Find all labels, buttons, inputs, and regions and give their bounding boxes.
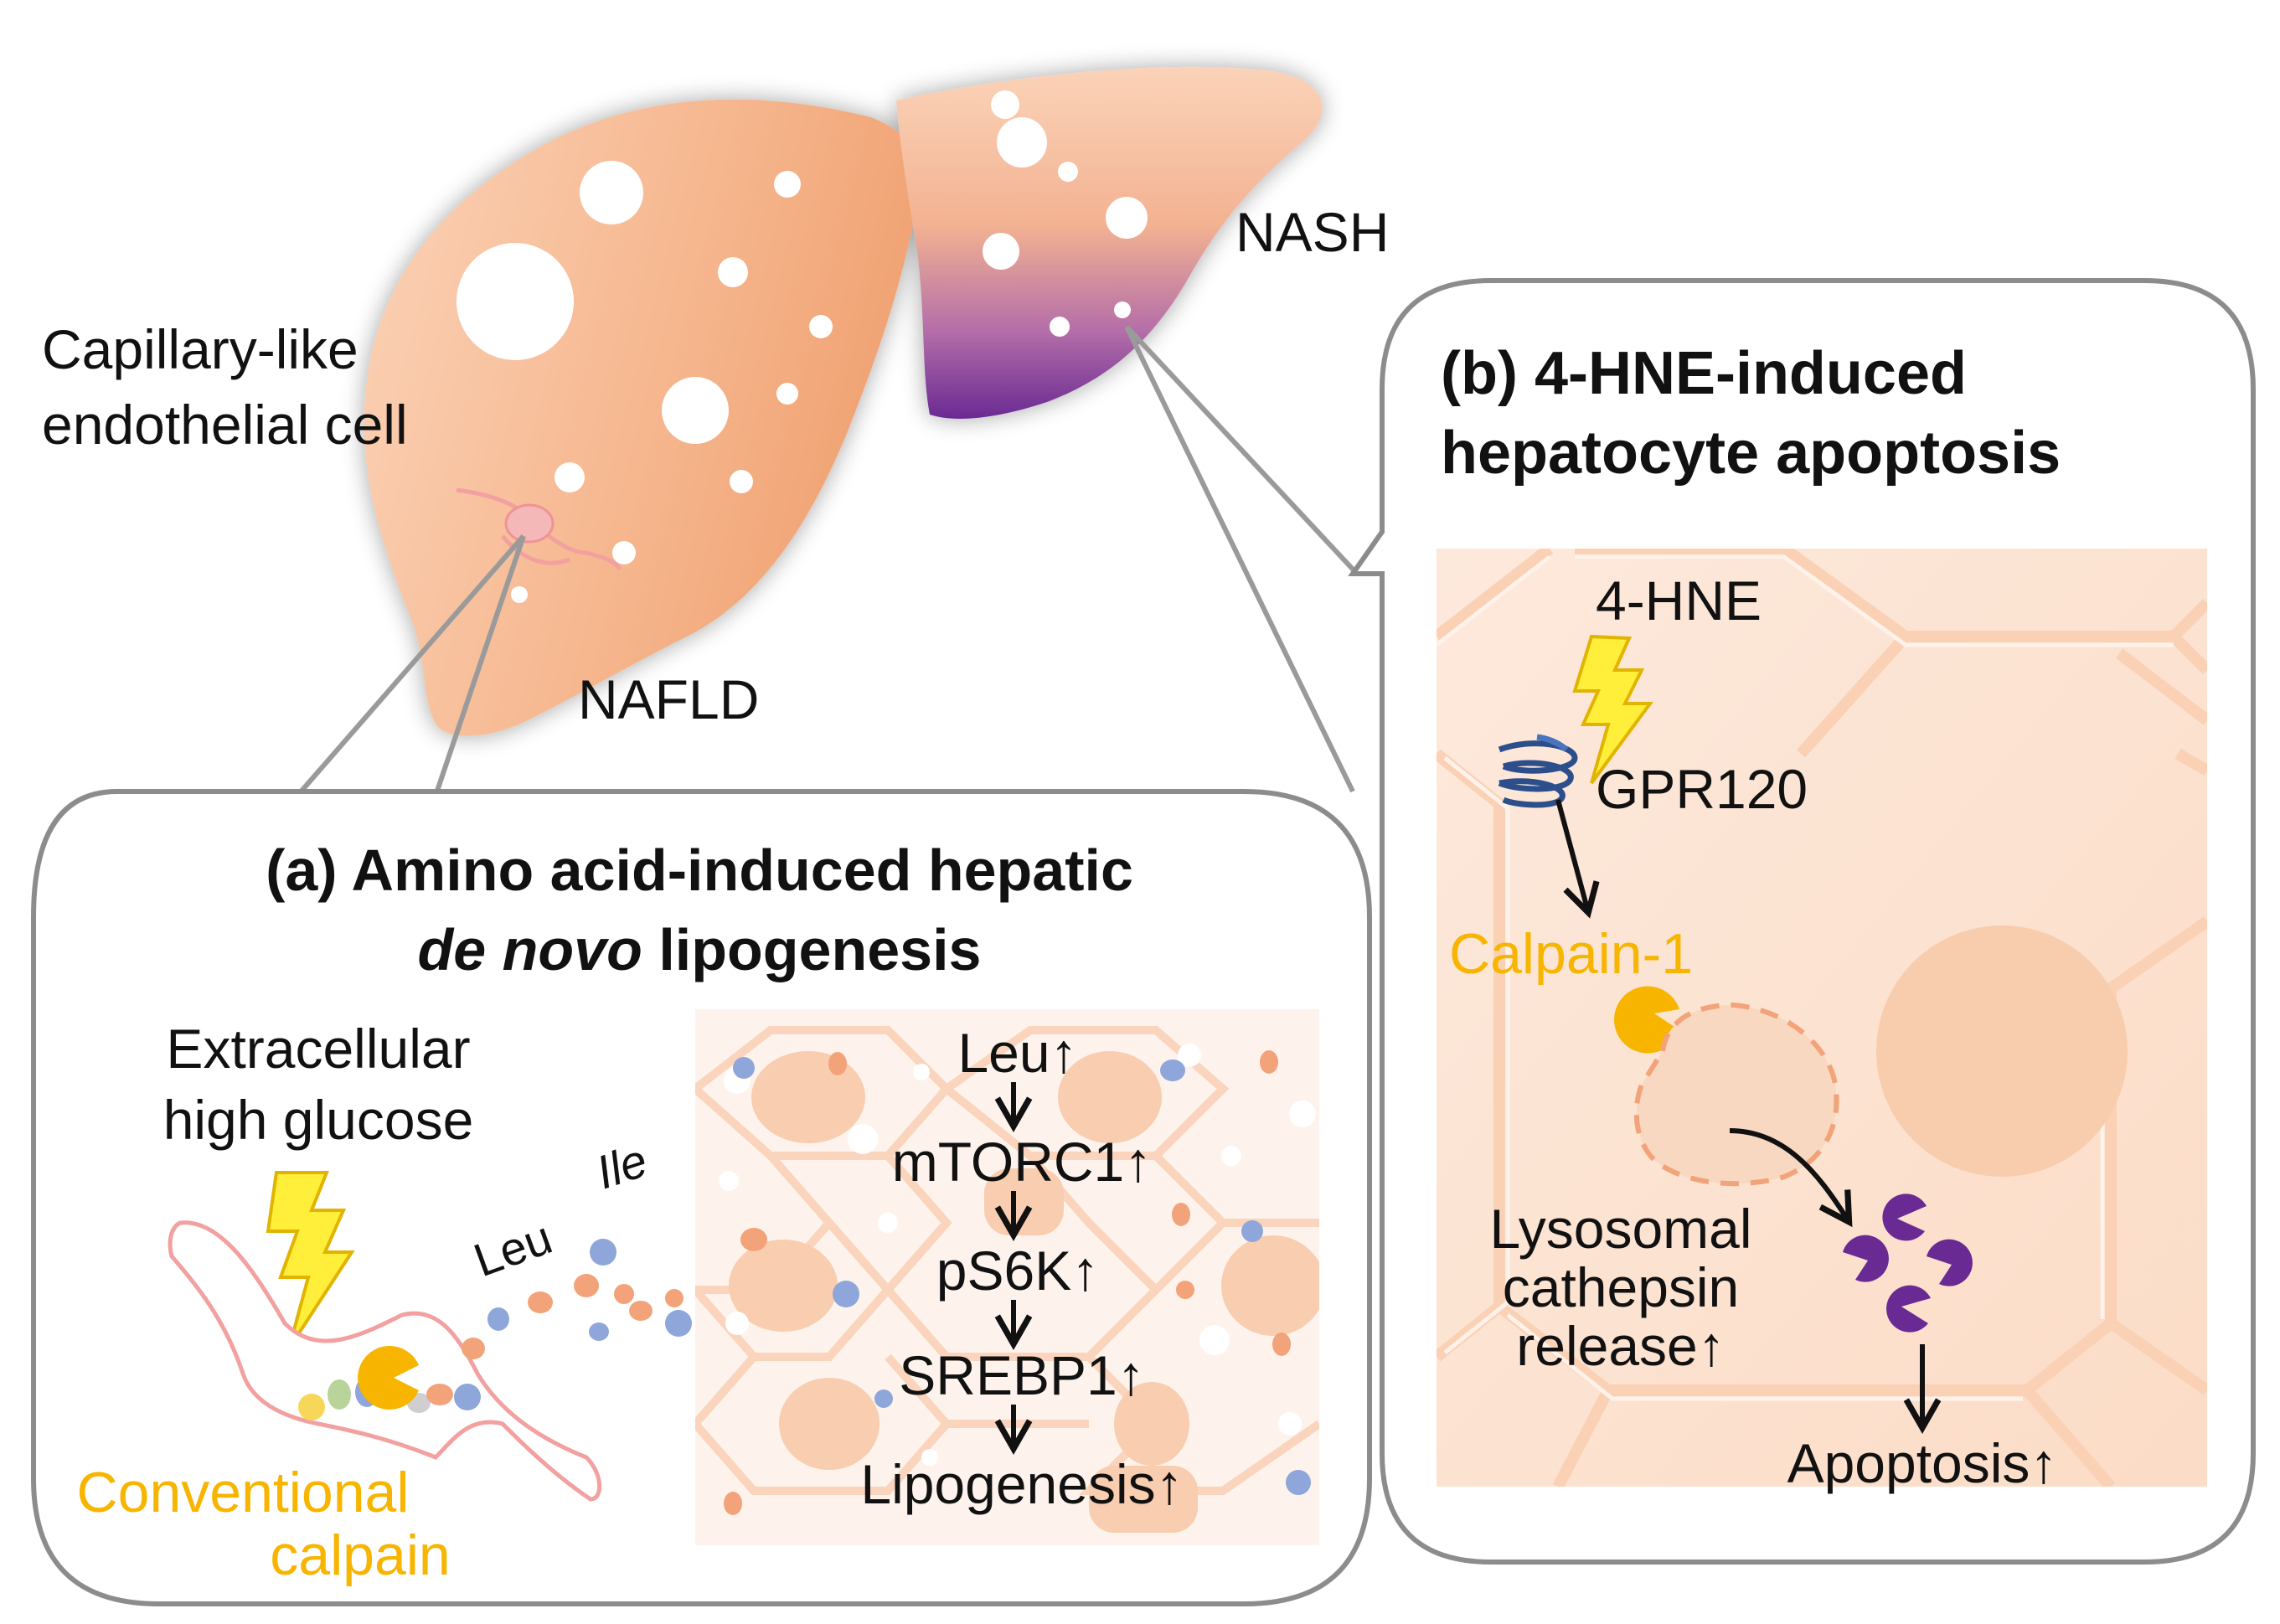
- fat-droplets: [457, 90, 1148, 603]
- conventional-calpain-line2: calpain: [270, 1523, 451, 1587]
- apoptosis-label: Apoptosis↑: [1787, 1432, 2058, 1494]
- panel-a-title-rest: lipogenesis: [642, 917, 982, 982]
- panel-a: (a) Amino acid-induced hepatic de novo l…: [31, 789, 1372, 1606]
- panel-a-title-line2: de novo lipogenesis: [418, 917, 982, 982]
- endothelial-cell: [456, 487, 622, 571]
- lightning-bolt-icon: [1572, 634, 1653, 785]
- cascade-step-1: mTORC1↑: [892, 1131, 1152, 1193]
- panel-a-tissue-dots: [724, 1050, 1311, 1515]
- lysosomal-label-line1: Lysosomal: [1489, 1198, 1751, 1260]
- callout-pointers: [295, 324, 1359, 797]
- arrow-cathepsin-release: [1729, 1128, 1853, 1228]
- lightning-bolt-icon: [266, 1171, 355, 1350]
- lysosomal-label-line3: release↑: [1516, 1315, 1725, 1377]
- calpain1-label: Calpain-1: [1449, 922, 1693, 986]
- glucose-label-line2: high glucose: [163, 1089, 474, 1151]
- endothelial-label-line2: endothelial cell: [42, 394, 408, 456]
- calpain-pacman-icon: [1614, 986, 1679, 1054]
- lysosome: [1633, 1002, 1839, 1187]
- cascade-step-3: SREBP1↑: [899, 1344, 1144, 1406]
- hne-label: 4-HNE: [1596, 570, 1762, 632]
- arrow-gpr-calpain: [1555, 799, 1600, 919]
- signaling-cascade: Leu↑ mTORC1↑ pS6K↑ SREBP1↑ Lipogenesis↑: [860, 1022, 1183, 1515]
- panel-b: (b) 4-HNE-induced hepatocyte apoptosis: [1348, 278, 2256, 1565]
- calpain-pacman-icon: [358, 1346, 419, 1410]
- liver-illustration: [364, 66, 1323, 736]
- organelle-dots: [298, 1377, 481, 1420]
- cascade-step-0: Leu↑: [957, 1022, 1077, 1084]
- panel-b-tissue: [1437, 549, 2207, 1487]
- nash-label: NASH: [1235, 201, 1389, 263]
- panel-b-title-line1: (b) 4-HNE-induced: [1441, 340, 1967, 407]
- gpr120-receptor-icon: [1498, 734, 1578, 808]
- nafld-label: NAFLD: [578, 668, 759, 730]
- glucose-label-line1: Extracellular: [166, 1018, 470, 1080]
- amino-acid-dots: [462, 1239, 692, 1359]
- nucleus: [1876, 925, 2128, 1177]
- gpr120-label: GPR120: [1596, 758, 1808, 820]
- panel-b-title-line2: hepatocyte apoptosis: [1441, 420, 2061, 487]
- lysosomal-label-line2: cathepsin: [1503, 1256, 1740, 1318]
- conventional-calpain-line1: Conventional: [77, 1461, 410, 1524]
- panel-a-title-italic: de novo: [418, 917, 642, 982]
- panel-a-title-line1: (a) Amino acid-induced hepatic: [266, 838, 1133, 903]
- endothelial-label-line1: Capillary-like: [42, 318, 359, 380]
- cascade-step-4: Lipogenesis↑: [860, 1453, 1183, 1515]
- cascade-step-2: pS6K↑: [936, 1240, 1099, 1302]
- cathepsin-pacman-icon: [1843, 1194, 1973, 1333]
